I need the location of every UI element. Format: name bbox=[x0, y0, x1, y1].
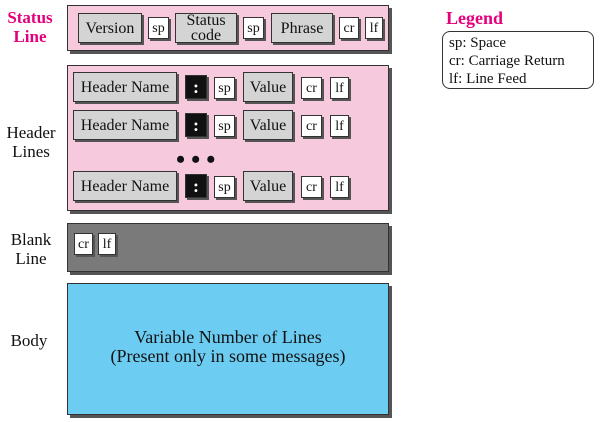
status-line-label: Status Line bbox=[7, 8, 53, 46]
status-lf-box: lf bbox=[365, 17, 383, 39]
header-name-field: Header Name bbox=[73, 72, 177, 102]
header-sp-box: sp bbox=[214, 77, 235, 99]
header-value-field: Value bbox=[243, 171, 293, 201]
body-text-line-2: (Present only in some messages) bbox=[110, 346, 346, 366]
legend-item-cr: cr: Carriage Return bbox=[449, 53, 565, 69]
header-value-field: Value bbox=[243, 110, 293, 140]
header-name-field: Header Name bbox=[73, 110, 177, 140]
header-lf-box: lf bbox=[330, 77, 349, 99]
header-lines-label: Header Lines bbox=[6, 123, 56, 161]
header-lf-box: lf bbox=[330, 115, 349, 137]
status-sp-box: sp bbox=[148, 17, 169, 39]
header-lf-box: lf bbox=[330, 176, 349, 198]
colon-box: : bbox=[185, 174, 207, 198]
status-sp-box-2: sp bbox=[243, 17, 264, 39]
colon-box: : bbox=[185, 75, 207, 99]
blank-lf-box: lf bbox=[98, 233, 116, 255]
colon-box: : bbox=[185, 113, 207, 137]
status-line-section: Version sp Status code sp Phrase cr lf bbox=[67, 5, 389, 51]
header-sp-box: sp bbox=[214, 115, 235, 137]
body-text-line-1: Variable Number of Lines bbox=[134, 327, 322, 347]
body-section: Variable Number of Lines (Present only i… bbox=[67, 283, 389, 415]
header-sp-box: sp bbox=[214, 176, 235, 198]
legend-item-lf: lf: Line Feed bbox=[449, 71, 527, 87]
header-cr-box: cr bbox=[301, 77, 322, 99]
status-cr-box: cr bbox=[339, 17, 359, 39]
header-lines-section: Header Name : sp Value cr lf Header Name… bbox=[67, 65, 389, 211]
status-code-field: Status code bbox=[175, 13, 237, 44]
header-cr-box: cr bbox=[301, 176, 322, 198]
body-label: Body bbox=[10, 331, 48, 350]
version-field: Version bbox=[78, 13, 142, 43]
blank-cr-box: cr bbox=[74, 233, 93, 255]
ellipsis: ••• bbox=[176, 145, 222, 174]
blank-line-section: cr lf bbox=[67, 223, 389, 272]
phrase-field: Phrase bbox=[271, 13, 333, 43]
header-cr-box: cr bbox=[301, 115, 322, 137]
header-name-field: Header Name bbox=[73, 171, 177, 201]
legend: sp: Space cr: Carriage Return lf: Line F… bbox=[442, 31, 594, 89]
legend-title: Legend bbox=[446, 8, 504, 28]
legend-item-sp: sp: Space bbox=[449, 35, 507, 51]
blank-line-label: Blank Line bbox=[10, 230, 52, 268]
header-value-field: Value bbox=[243, 72, 293, 102]
